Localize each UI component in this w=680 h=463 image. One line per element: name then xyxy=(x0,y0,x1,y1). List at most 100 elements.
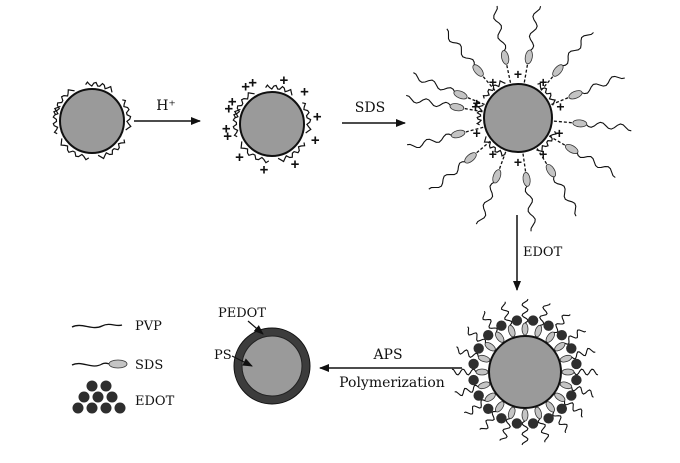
sds-molecule xyxy=(464,392,496,415)
sds-molecule xyxy=(499,406,516,441)
sds-molecule xyxy=(554,329,586,352)
pvp-chain xyxy=(536,131,557,153)
pvp-chain xyxy=(232,108,241,138)
edot-monomers xyxy=(468,315,582,429)
edot-monomer xyxy=(566,343,577,354)
legend-item-sds: SDS xyxy=(71,358,163,373)
positive-charge: + xyxy=(235,149,244,166)
sds-molecule xyxy=(554,392,583,418)
positive-charge: + xyxy=(311,132,320,149)
pvp-chain xyxy=(60,138,90,161)
legend-item-edot: EDOT xyxy=(72,380,175,414)
product-ps-pedot-particle: PEDOT PS xyxy=(214,306,311,405)
edot-monomer xyxy=(543,413,554,424)
pvp-chain xyxy=(476,104,484,126)
positive-charge: + xyxy=(489,74,497,90)
sds-molecule xyxy=(454,381,491,397)
sds-molecule xyxy=(548,135,616,178)
edot-monomer xyxy=(556,403,567,414)
positive-charge: + xyxy=(300,84,309,101)
sds-molecule xyxy=(406,94,483,113)
edot-monomer xyxy=(468,358,479,370)
edot-monomer xyxy=(571,358,582,370)
stage-edot-particle xyxy=(451,298,599,446)
arrow-label-polymerization: Polymerization xyxy=(339,375,445,391)
arrow-label-edot: EDOT xyxy=(523,245,563,260)
pvp-chain xyxy=(52,105,61,135)
legend-item-pvp: PVP xyxy=(71,319,162,334)
edot-monomer xyxy=(468,374,479,386)
pvp-chain xyxy=(85,81,113,93)
sds-tail-symbol xyxy=(71,362,111,367)
pvp-chain xyxy=(240,141,270,164)
positive-charge: + xyxy=(224,101,233,118)
pvp-symbol xyxy=(71,323,123,329)
sds-molecule xyxy=(407,126,484,149)
ps-core xyxy=(241,335,303,397)
sds-molecule xyxy=(522,153,536,232)
sds-molecule xyxy=(521,298,529,336)
pvp-chain xyxy=(277,142,306,163)
pvp-chains xyxy=(232,84,312,164)
sds-molecule xyxy=(523,6,542,83)
positive-charges: +++++++++++++ xyxy=(222,72,322,179)
edot-monomer xyxy=(556,330,567,341)
positive-charge: + xyxy=(489,146,497,162)
sds-molecule xyxy=(475,151,507,225)
edot-monomer xyxy=(511,418,523,429)
positive-charge: + xyxy=(313,108,322,125)
arrow-polymerization: APS Polymerization xyxy=(319,347,462,391)
positive-charge: + xyxy=(539,74,547,90)
label-pedot: PEDOT xyxy=(218,306,266,321)
sds-molecule xyxy=(482,311,505,343)
positive-charge: + xyxy=(539,146,547,162)
arrow-add-sds: SDS xyxy=(342,100,406,127)
pvp-chain xyxy=(97,139,126,160)
positive-charge: + xyxy=(248,75,257,92)
sds-molecule xyxy=(559,381,594,398)
edot-cluster-symbol xyxy=(72,380,126,414)
edot-monomer xyxy=(527,315,539,326)
positive-charge: + xyxy=(228,93,237,110)
sds-molecule xyxy=(451,368,489,376)
arrow-acidify: H⁺ xyxy=(134,98,201,125)
positive-charge: + xyxy=(514,154,522,170)
edot-monomer xyxy=(473,390,484,401)
sds-molecule xyxy=(545,401,568,433)
pvp-chain xyxy=(53,89,75,115)
sds-molecule xyxy=(534,303,551,338)
legend: PVP SDS EDOT xyxy=(71,319,175,414)
positive-charge: + xyxy=(473,125,481,141)
positive-charge: + xyxy=(555,125,563,141)
sds-molecule xyxy=(559,347,596,363)
sds-molecule xyxy=(534,406,550,443)
arrow-label-h-plus: H⁺ xyxy=(156,98,176,114)
positive-charge: + xyxy=(260,162,269,179)
pvp-chains xyxy=(52,81,132,161)
sds-molecule xyxy=(553,119,632,132)
sds-molecule xyxy=(467,326,496,352)
edot-monomer xyxy=(527,418,539,429)
edot-monomer xyxy=(511,315,523,326)
stage-protonated-particle: +++++++++++++ xyxy=(222,72,322,179)
pvp-chain xyxy=(122,99,132,131)
positive-charges: +++++++++++ xyxy=(471,66,564,170)
sds-molecule xyxy=(561,368,599,376)
edot-monomer xyxy=(483,330,494,341)
ps-core xyxy=(483,83,553,153)
positive-charge: + xyxy=(471,99,479,115)
pvp-chain xyxy=(265,84,293,96)
positive-charge: + xyxy=(241,79,250,96)
pvp-chain xyxy=(537,82,556,106)
sds-molecule xyxy=(551,75,625,106)
stage-sds-particle: +++++++++++ xyxy=(406,5,632,232)
edot-monomer xyxy=(543,320,554,331)
ps-core xyxy=(239,91,305,157)
edot-monomer xyxy=(571,374,582,386)
sds-molecules xyxy=(451,298,599,446)
sds-molecule xyxy=(500,301,516,338)
sds-molecules xyxy=(406,5,632,232)
positive-charge: + xyxy=(556,99,564,115)
pvp-chain xyxy=(483,136,505,157)
ps-core xyxy=(488,335,562,409)
